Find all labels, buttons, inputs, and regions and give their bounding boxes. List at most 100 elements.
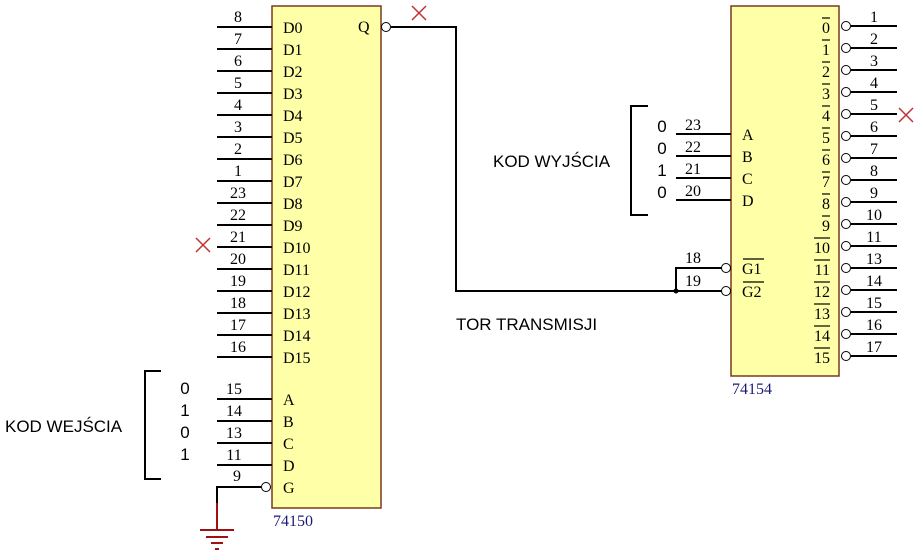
- inverting-bubble: [841, 87, 851, 97]
- pin-number: 13: [866, 251, 882, 268]
- pin-label: 10: [814, 240, 830, 257]
- pin-label: D2: [283, 64, 303, 81]
- inverting-bubble: [841, 43, 851, 53]
- transmission-label: TOR TRANSMISJI: [456, 315, 597, 334]
- ground-icon: [200, 529, 234, 550]
- inverting-bubble: [721, 286, 731, 296]
- pin-label: 15: [814, 350, 830, 367]
- demux-output-pin: 54: [822, 97, 914, 125]
- pin-label: D: [742, 193, 754, 210]
- pin-number: 21: [685, 161, 701, 178]
- pin-number: 6: [870, 119, 878, 136]
- pin-label: B: [742, 149, 753, 166]
- inverting-bubble: [841, 263, 851, 273]
- pin-label: 14: [814, 328, 830, 345]
- pin-number: 4: [234, 97, 242, 114]
- select-bit-value: 1: [180, 401, 189, 420]
- inverting-bubble: [841, 153, 851, 163]
- demux-output-pin: 21: [822, 31, 897, 59]
- mux-data-pin: 2D6: [217, 141, 303, 169]
- pin-number: 4: [870, 75, 878, 92]
- pin-label: 4: [822, 108, 830, 125]
- pin-label: D10: [283, 240, 311, 257]
- pin-label: 13: [814, 306, 830, 323]
- pin-number: 21: [230, 229, 246, 246]
- pin-number: 15: [226, 381, 242, 398]
- inverting-bubble: [841, 307, 851, 317]
- pin-label: D9: [283, 218, 303, 235]
- inverting-bubble: [721, 263, 731, 273]
- pin-label: D6: [283, 152, 303, 169]
- inverting-bubble: [841, 241, 851, 251]
- pin-number: 1: [870, 9, 878, 26]
- transmission-wire: [391, 26, 723, 292]
- pin-label: D1: [283, 42, 303, 59]
- pin-number: 20: [685, 183, 701, 200]
- select-bit-value: 0: [657, 139, 666, 158]
- demux-output-pin: 10: [822, 9, 897, 37]
- mux-data-pin: 3D5: [217, 119, 303, 147]
- pin-label: 6: [822, 152, 830, 169]
- demux-chip-body: [730, 5, 840, 377]
- mux-data-pin: 5D3: [217, 75, 303, 103]
- pin-number: 7: [234, 31, 242, 48]
- pin-label: 12: [814, 284, 830, 301]
- demux-output-pin: 87: [822, 163, 897, 191]
- mux-data-pin: 6D2: [217, 53, 303, 81]
- mux-data-pin: 7D1: [217, 31, 303, 59]
- output-code-bracket: [630, 105, 648, 216]
- inverting-bubble: [841, 285, 851, 295]
- mux-output-label: Q: [358, 19, 370, 36]
- pin-number: 16: [230, 339, 246, 356]
- pin-number: 3: [870, 53, 878, 70]
- pin-number: 11: [226, 447, 241, 464]
- pin-label: B: [283, 414, 294, 431]
- inverting-bubble: [841, 329, 851, 339]
- pin-number: 7: [870, 141, 878, 158]
- pin-label: D12: [283, 284, 311, 301]
- unused-mark-x-icon: [195, 237, 211, 253]
- pin-label: D8: [283, 196, 303, 213]
- unused-mark-x-icon: [898, 107, 914, 123]
- pin-number: 8: [870, 163, 878, 180]
- demux-output-pin: 98: [822, 185, 897, 213]
- pin-label: D4: [283, 108, 303, 125]
- demux-output-pin: 109: [822, 207, 897, 235]
- pin-number: 23: [230, 185, 246, 202]
- mux-data-pin: 4D4: [217, 97, 303, 125]
- pin-label: C: [283, 436, 294, 453]
- demux-chip-name: 74154: [732, 381, 772, 398]
- select-bit-value: 1: [180, 445, 189, 464]
- input-code-bracket: [144, 370, 161, 480]
- demux-output-pin: 65: [822, 119, 897, 147]
- demux-output-pin: 32: [822, 53, 897, 81]
- pin-number: 20: [230, 251, 246, 268]
- demux-outputs: 1021324354657687981091110131114121513161…: [814, 9, 914, 367]
- pin-number: 5: [234, 75, 242, 92]
- pin-number: 1: [234, 163, 242, 180]
- pin-label: 5: [822, 130, 830, 147]
- pin-label: C: [742, 171, 753, 188]
- inverting-bubble: [841, 131, 851, 141]
- unused-mark-x-icon: [411, 5, 427, 21]
- demux-output-pin: 43: [822, 75, 897, 103]
- mux-enable-label: G: [283, 480, 295, 497]
- pin-label: 8: [822, 196, 830, 213]
- pin-label: G1: [742, 261, 762, 278]
